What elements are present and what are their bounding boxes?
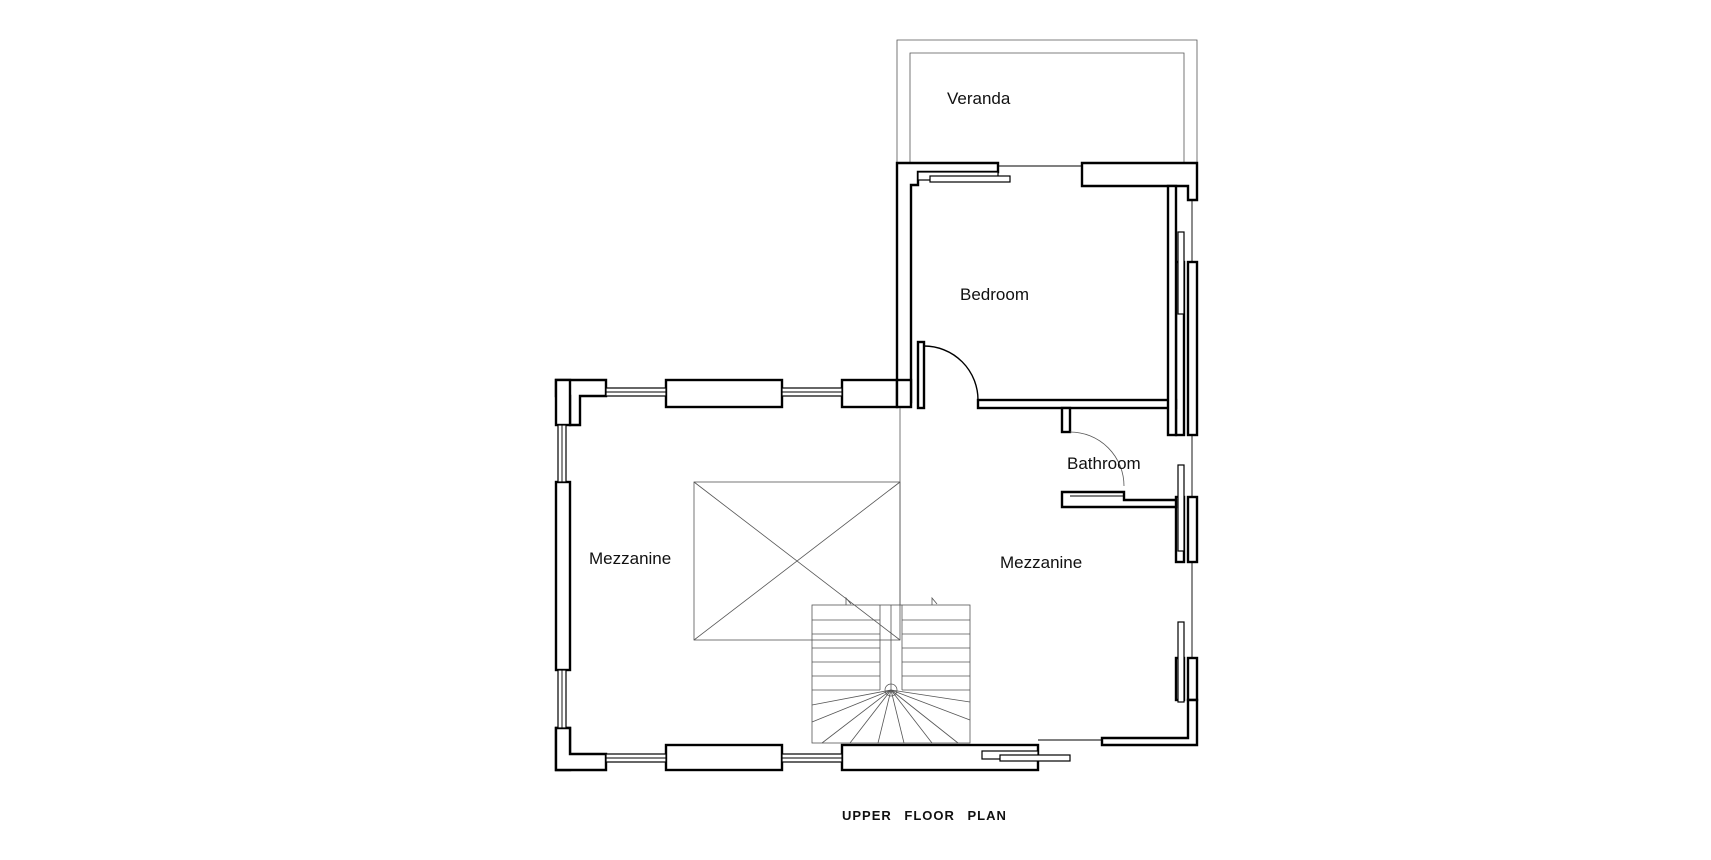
stair-winder (890, 689, 971, 721)
stair-winder (890, 689, 971, 703)
stair-winder (821, 689, 892, 744)
doors (923, 345, 1125, 497)
label-mezzanine-right: Mezzanine (1000, 553, 1082, 572)
staircase (811, 596, 971, 744)
stair-winder (890, 689, 933, 744)
stair-winder (890, 689, 959, 744)
stair-winder (877, 689, 892, 744)
label-bathroom: Bathroom (1067, 454, 1141, 473)
stair-winder (890, 689, 905, 744)
stair-winder (811, 689, 892, 723)
veranda-outline (896, 39, 1198, 162)
void-open-to-below (693, 408, 901, 641)
label-bedroom: Bedroom (960, 285, 1029, 304)
windows (557, 165, 1193, 763)
label-veranda: Veranda (947, 89, 1011, 108)
stair-winder (811, 689, 892, 706)
label-mezzanine-left: Mezzanine (589, 549, 671, 568)
stair-winder (849, 689, 892, 744)
plan-title: UPPER FLOOR PLAN (842, 808, 1007, 823)
